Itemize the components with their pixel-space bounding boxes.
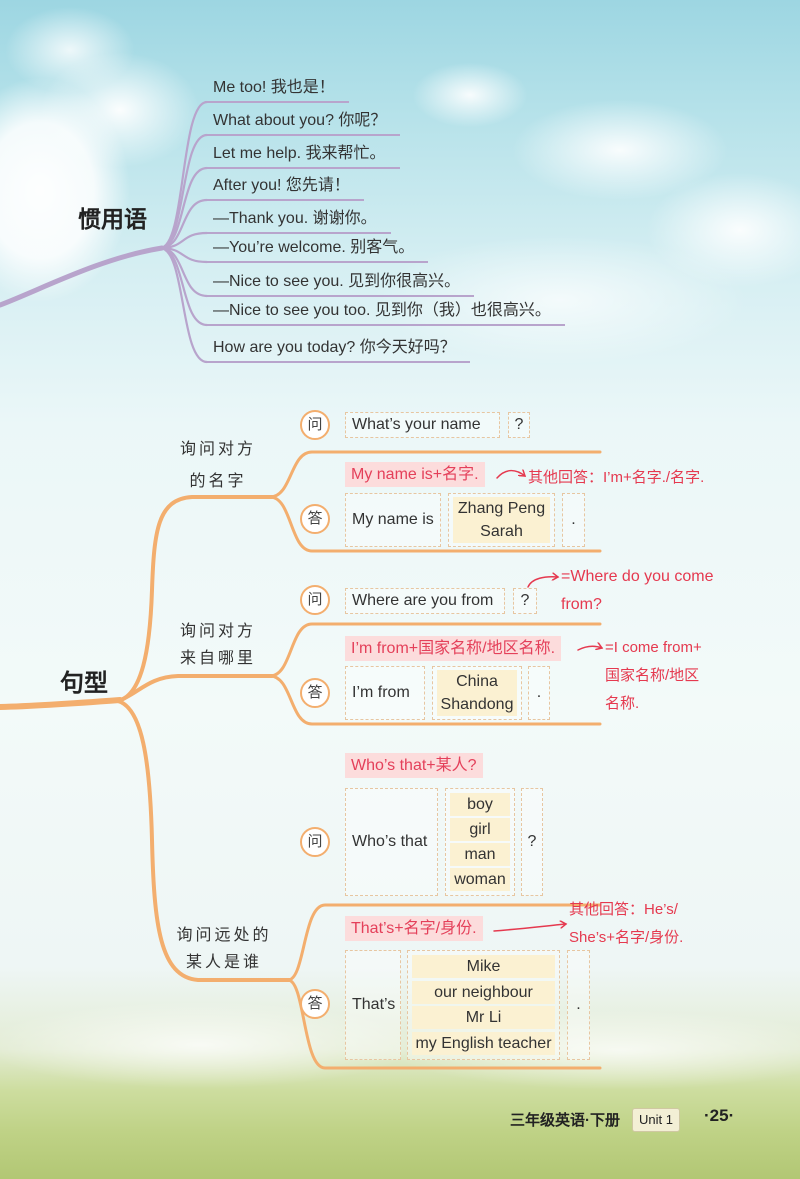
pattern-fork xyxy=(286,903,602,982)
question-option: boy xyxy=(450,793,510,816)
question-option: woman xyxy=(450,868,510,891)
answer-options-column: Mike our neighbour Mr Li my English teac… xyxy=(407,950,560,1060)
idiom-item: Me too! 我也是！ xyxy=(205,77,349,103)
answer-alt-note: 其他回答：He’s/ She’s+名字/身份. xyxy=(569,896,683,952)
pattern-fork xyxy=(268,622,602,678)
question-end-box: ? xyxy=(513,588,537,614)
alt-line: 国家名称/地区 xyxy=(605,667,700,684)
answer-option: Mr Li xyxy=(412,1006,555,1030)
pattern-branch xyxy=(116,495,274,703)
question-end-box: ? xyxy=(508,412,530,438)
curved-arrow-icon xyxy=(496,471,525,479)
patterns-trunk xyxy=(0,697,123,710)
answer-options-column: Zhang Peng Sarah xyxy=(448,493,555,547)
answer-marker: 答 xyxy=(300,504,330,534)
question-end-box: ? xyxy=(521,788,543,896)
answer-alt-note: =I come from+ 国家名称/地区 名称. xyxy=(605,634,702,718)
topic-line: 来自哪里 xyxy=(179,650,256,667)
topic-label-person: 询问远处的 某人是谁 xyxy=(174,922,274,976)
question-alt-note: =Where do you come from? xyxy=(561,563,714,619)
curved-arrow-icon xyxy=(577,646,602,651)
answer-end-box: . xyxy=(528,666,550,720)
question-lead-box: Who’s that xyxy=(345,788,438,896)
alt-line: from? xyxy=(561,596,602,613)
question-lead-box: What’s your name xyxy=(345,412,500,438)
question-options-column: boy girl man woman xyxy=(445,788,515,896)
idiom-item: After you! 您先请！ xyxy=(205,175,364,201)
alt-line: 名称. xyxy=(605,695,640,712)
topic-line: 询问对方 xyxy=(179,441,256,458)
idiom-item: —Nice to see you too. 见到你（我）也很高兴。 xyxy=(205,300,565,326)
curved-arrow-icon xyxy=(527,577,558,588)
question-lead-box: Where are you from xyxy=(345,588,505,614)
answer-option: our neighbour xyxy=(412,980,555,1004)
topic-line: 询问对方 xyxy=(179,623,256,640)
patterns-title: 句型 xyxy=(60,670,108,697)
alt-line: She’s+名字/身份. xyxy=(569,929,684,946)
idiom-item: —Nice to see you. 见到你很高兴。 xyxy=(205,271,475,297)
topic-line: 某人是谁 xyxy=(185,954,262,971)
idiom-branch xyxy=(158,166,209,250)
alt-line: =I come from+ xyxy=(605,639,702,656)
topic-label-name: 询问对方 的名字 xyxy=(176,434,260,498)
footer-unit-badge: Unit 1 xyxy=(632,1108,680,1132)
question-marker: 问 xyxy=(300,827,330,857)
alt-line: 其他回答：He’s/ xyxy=(569,901,678,918)
answer-end-box: . xyxy=(562,493,585,547)
question-option: girl xyxy=(450,818,510,841)
answer-pattern-note: That’s+名字/身份. xyxy=(345,916,483,941)
pattern-fork xyxy=(268,450,602,499)
footer-book-title: 三年级英语·下册 xyxy=(510,1112,620,1129)
answer-option: Sarah xyxy=(453,520,550,544)
answer-options-column: China Shandong xyxy=(432,666,522,720)
idiom-branch xyxy=(158,198,209,250)
idioms-title: 惯用语 xyxy=(78,206,147,232)
answer-lead-box: My name is xyxy=(345,493,441,547)
topic-line: 的名字 xyxy=(189,473,247,490)
answer-alt-note: 其他回答：I’m+名字./名字. xyxy=(528,464,704,492)
answer-pattern-note: I’m from+国家名称/地区名称. xyxy=(345,636,562,661)
pattern-fork xyxy=(286,978,602,1070)
answer-marker: 答 xyxy=(300,678,330,708)
question-marker: 问 xyxy=(300,585,330,615)
question-option: man xyxy=(450,843,510,866)
idioms-branches xyxy=(0,100,209,364)
patterns-branches xyxy=(0,450,602,1070)
answer-lead-box: That’s xyxy=(345,950,401,1060)
curved-arrow-icon xyxy=(493,924,566,932)
pattern-fork xyxy=(268,495,602,553)
answer-lead-box: I’m from xyxy=(345,666,425,720)
answer-end-box: . xyxy=(567,950,590,1060)
answer-option: Zhang Peng xyxy=(453,496,550,520)
annotation-arrows xyxy=(493,471,602,932)
answer-pattern-note: My name is+名字. xyxy=(345,462,485,487)
idiom-item: —You’re welcome. 别客气。 xyxy=(205,237,429,263)
idiom-item: —Thank you. 谢谢你。 xyxy=(205,208,391,234)
idioms-trunk xyxy=(0,245,165,308)
idiom-item: What about you? 你呢？ xyxy=(205,110,401,136)
pattern-branch xyxy=(116,699,292,982)
pattern-fork xyxy=(268,674,602,726)
alt-line: 其他回答：I’m+名字./名字. xyxy=(528,469,705,486)
question-marker: 问 xyxy=(300,410,330,440)
answer-option: China xyxy=(437,669,517,693)
pattern-branch xyxy=(116,674,274,703)
idiom-branch xyxy=(158,246,209,327)
idiom-branch xyxy=(158,246,209,364)
answer-option: Mike xyxy=(412,955,555,979)
answer-marker: 答 xyxy=(300,989,330,1019)
idiom-branch xyxy=(158,133,209,250)
idiom-item: Let me help. 我来帮忙。 xyxy=(205,143,400,169)
idiom-branch xyxy=(158,100,209,250)
footer-page-number: ·25· xyxy=(704,1106,735,1125)
answer-option: Shandong xyxy=(437,693,517,717)
topic-line: 询问远处的 xyxy=(176,927,272,944)
alt-line: =Where do you come xyxy=(561,568,714,585)
question-pattern-note: Who’s that+某人? xyxy=(345,753,483,778)
topic-label-origin: 询问对方 来自哪里 xyxy=(176,618,260,672)
idiom-item: How are you today? 你今天好吗？ xyxy=(205,337,470,363)
answer-option: my English teacher xyxy=(412,1031,555,1055)
